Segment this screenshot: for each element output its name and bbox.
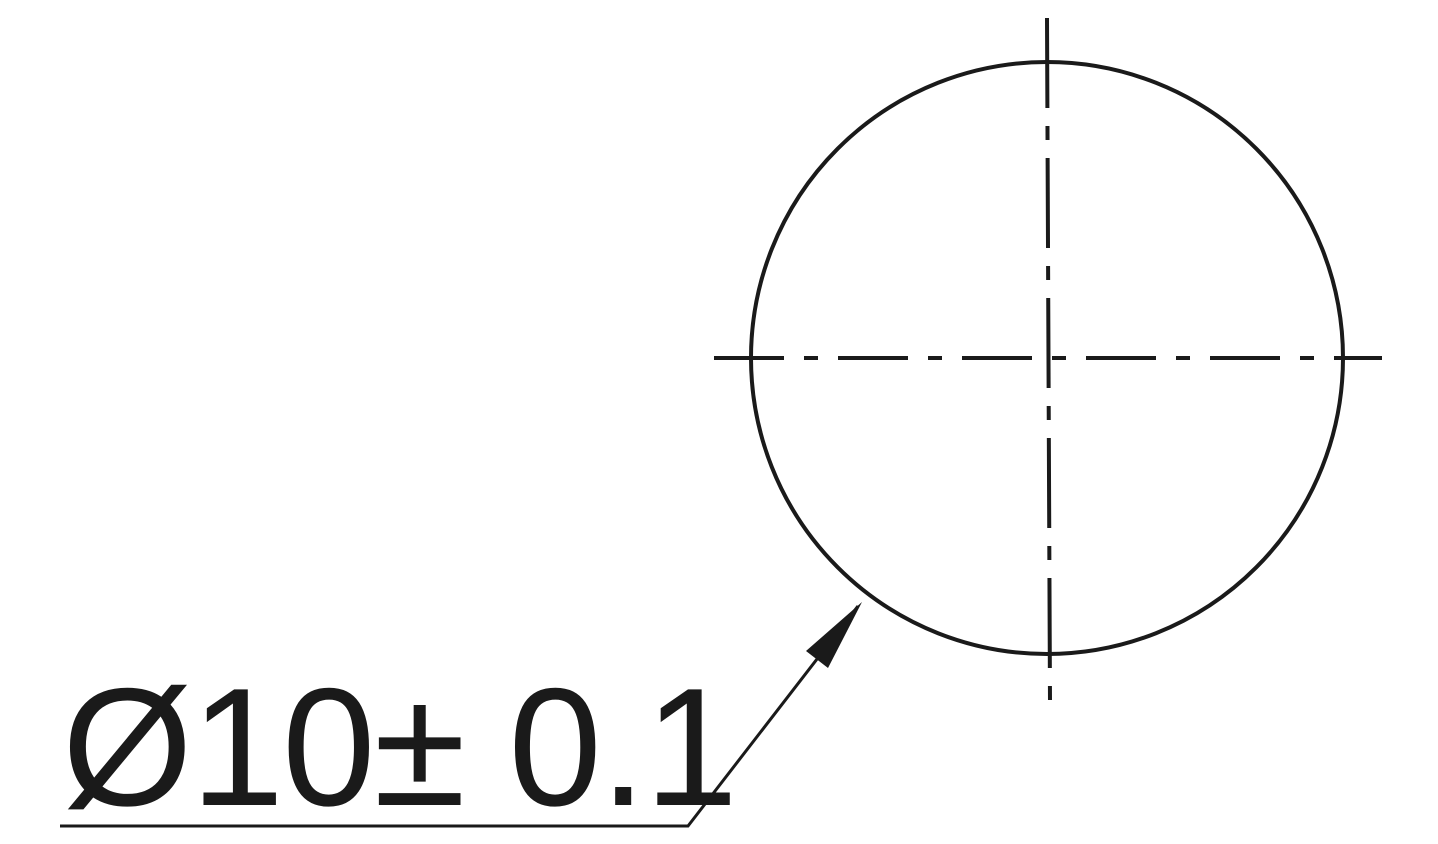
leader-line [60, 605, 860, 828]
diameter-dimension-label: Ø10± 0.1 [62, 653, 736, 841]
leader-arrowhead [806, 602, 862, 668]
vertical-center-line [1045, 17, 1052, 705]
